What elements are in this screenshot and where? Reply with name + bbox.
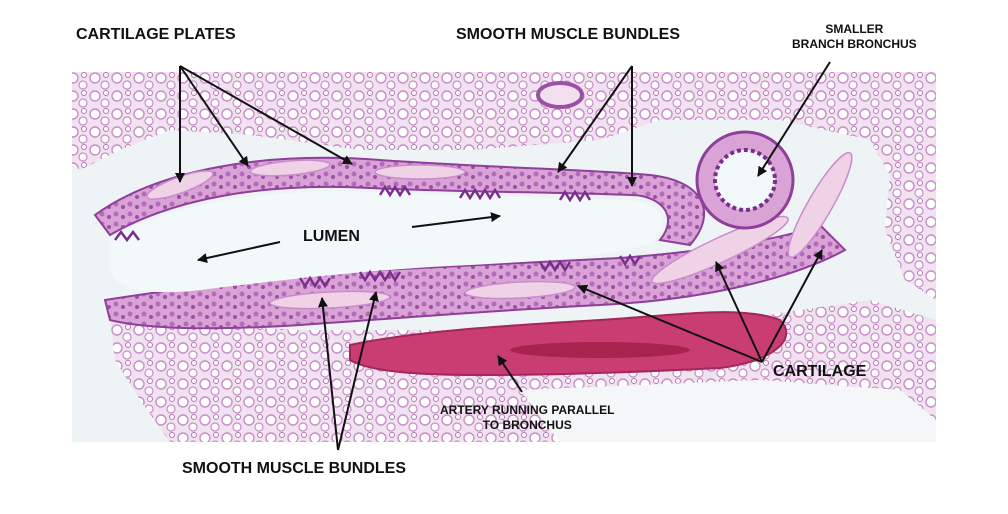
label-smaller-branch-bronchus: SMALLER BRANCH BRONCHUS xyxy=(792,22,917,52)
arrow xyxy=(317,297,339,451)
artery-blood xyxy=(510,342,690,358)
arrow xyxy=(197,241,281,263)
label-artery: ARTERY RUNNING PARALLEL TO BRONCHUS xyxy=(440,403,614,433)
label-line: SMALLER xyxy=(825,22,884,36)
arrow xyxy=(557,65,633,173)
label-cartilage: CARTILAGE xyxy=(773,363,867,380)
arrow xyxy=(179,65,249,167)
cartilage-plate xyxy=(249,159,331,177)
label-smooth-muscle-bottom: SMOOTH MUSCLE BUNDLES xyxy=(182,460,406,477)
cartilage-plate xyxy=(464,280,576,300)
arrow xyxy=(715,261,763,363)
arrow xyxy=(761,249,823,363)
label-lumen: LUMEN xyxy=(303,228,360,245)
epithelium-lower xyxy=(298,253,642,289)
label-line: ARTERY RUNNING PARALLEL xyxy=(440,403,615,417)
label-smooth-muscle-top: SMOOTH MUSCLE BUNDLES xyxy=(456,26,680,43)
annotation-arrows xyxy=(175,61,831,451)
bronchus-lumen xyxy=(110,191,662,293)
arrow xyxy=(179,65,353,165)
label-line: BRANCH BRONCHUS xyxy=(792,37,917,51)
clear-space xyxy=(520,380,936,442)
cartilage-plates xyxy=(146,151,853,310)
epithelium-upper xyxy=(114,184,592,243)
arrow xyxy=(411,212,501,228)
arrow xyxy=(337,291,379,451)
smaller-branch-bronchus xyxy=(695,130,795,230)
label-line: TO BRONCHUS xyxy=(482,418,572,432)
label-cartilage-plates: CARTILAGE PLATES xyxy=(76,26,236,43)
cartilage-plate xyxy=(651,215,789,285)
arrow xyxy=(577,284,763,363)
cartilage-plate xyxy=(374,164,466,180)
upper-lung-tissue xyxy=(72,72,936,300)
small-vessel xyxy=(536,81,584,109)
cartilage-plate xyxy=(787,151,853,259)
arrow xyxy=(757,61,831,177)
arrow xyxy=(497,355,523,393)
cartilage-plate xyxy=(269,290,391,310)
